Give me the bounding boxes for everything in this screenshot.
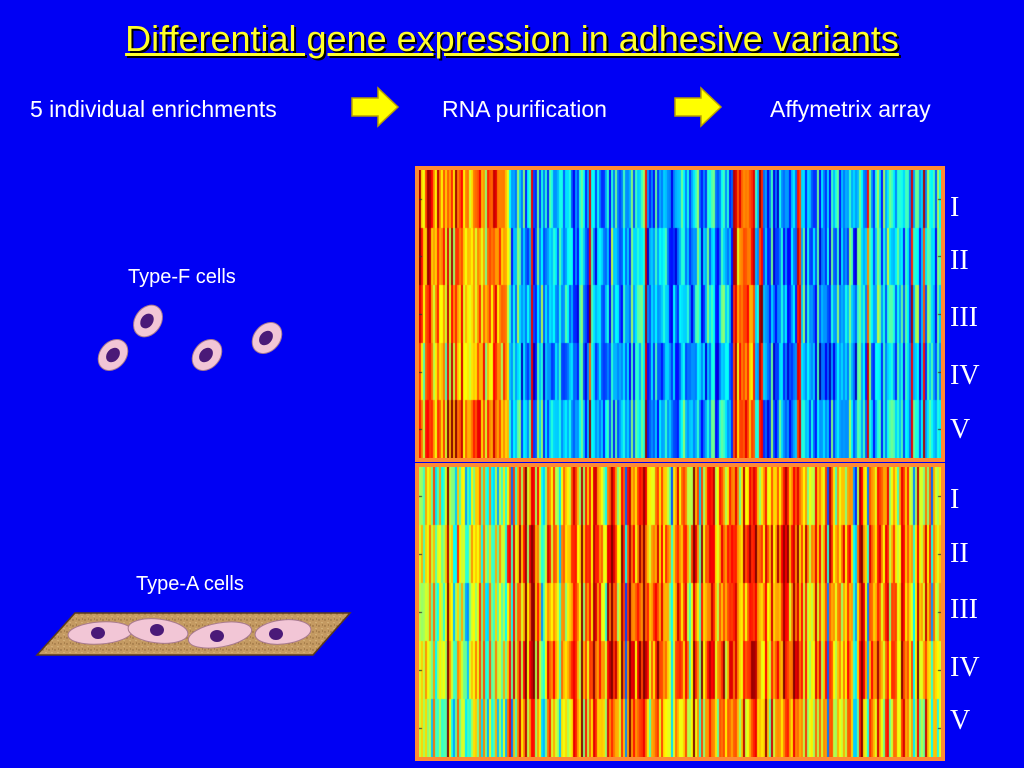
- type-a-cell-icon: [254, 619, 312, 645]
- type-f-cell-icon: [191, 339, 223, 371]
- flow-step-rna: RNA purification: [442, 96, 607, 122]
- row-label-top-3: III: [950, 302, 978, 333]
- type-a-cell-icon: [187, 621, 253, 649]
- cell-illustration: [35, 304, 352, 656]
- heatmap-panel-type-f: [415, 166, 945, 462]
- flow-step-array: Affymetrix array: [770, 96, 931, 122]
- row-label-bottom-5: V: [950, 705, 971, 736]
- row-label-bottom-2: II: [950, 538, 969, 569]
- row-label-top-2: II: [950, 245, 969, 276]
- heatmap-panel-type-a: [415, 463, 945, 761]
- heatmap-type-f: [419, 170, 941, 458]
- arrow-right-icon: [674, 86, 723, 128]
- type-f-label: Type-F cells: [128, 266, 236, 288]
- flow-step-enrichments: 5 individual enrichments: [30, 96, 277, 122]
- type-f-cell-icon: [97, 339, 129, 371]
- type-f-cell-icon: [251, 322, 283, 354]
- row-label-top-4: IV: [950, 360, 980, 391]
- row-label-bottom-4: IV: [950, 652, 980, 683]
- row-label-bottom-3: III: [950, 594, 978, 625]
- row-label-top-5: V: [950, 414, 971, 445]
- type-a-cell-icon: [127, 618, 189, 644]
- type-a-label: Type-A cells: [136, 573, 244, 595]
- heatmap-type-a: [419, 467, 941, 757]
- arrow-right-icon: [351, 86, 400, 128]
- type-f-cell-icon: [133, 304, 163, 338]
- row-label-bottom-1: I: [950, 484, 960, 515]
- row-label-top-1: I: [950, 192, 960, 223]
- page-title: Differential gene expression in adhesive…: [125, 18, 899, 59]
